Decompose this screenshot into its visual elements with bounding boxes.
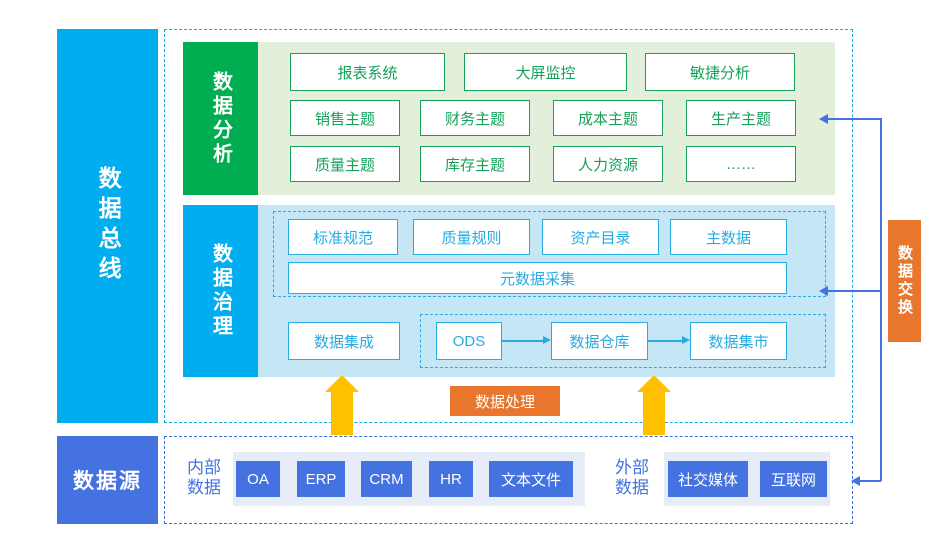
external-data-group-label: 外部 数据 [604, 458, 660, 498]
data-processing-tag[interactable]: 数据处理 [450, 386, 560, 416]
source-box-label: 社交媒体 [677, 471, 738, 489]
data-exchange-tag[interactable]: 数据交换 [888, 220, 921, 342]
pipeline-box-ods[interactable]: ODS [436, 322, 502, 360]
internal-data-label-line1: 内部 [187, 458, 221, 477]
governance-box-asset-catalog[interactable]: 资产目录 [542, 219, 659, 255]
source-box-oa[interactable]: OA [236, 461, 280, 497]
pipeline-arrow-ods-to-warehouse-line [502, 340, 543, 342]
analysis-box-label: 库存主题 [444, 156, 505, 174]
analysis-box-report-system[interactable]: 报表系统 [290, 53, 445, 91]
exchange-arrow-source-head [851, 476, 860, 486]
warehouse-pipeline-group [420, 314, 826, 368]
exchange-arrow-source-line [860, 480, 881, 482]
data-source-rail: 数据源 [57, 436, 158, 524]
data-analysis-label: 数据分析 [209, 70, 232, 167]
analysis-box-big-screen-monitor[interactable]: 大屏监控 [464, 53, 627, 91]
analysis-box-label: 销售主题 [314, 110, 375, 128]
exchange-arrow-analysis-head [819, 114, 828, 124]
data-exchange-label: 数据交换 [896, 245, 913, 317]
analysis-box-label: 报表系统 [337, 64, 398, 82]
pipeline-arrow-warehouse-to-mart-line [648, 340, 682, 342]
external-data-label-line1: 外部 [615, 458, 649, 477]
governance-box-label: 标准规范 [312, 229, 373, 247]
pipeline-box-label: 数据集市 [708, 333, 769, 351]
data-processing-label: 数据处理 [474, 393, 535, 411]
source-box-erp[interactable]: ERP [297, 461, 345, 497]
analysis-box-more[interactable]: …… [686, 146, 796, 182]
analysis-box-human-resources[interactable]: 人力资源 [553, 146, 663, 182]
pipeline-box-data-mart[interactable]: 数据集市 [690, 322, 787, 360]
governance-box-label: 元数据采集 [499, 270, 575, 288]
internal-data-label-line2: 数据 [187, 478, 221, 498]
analysis-box-finance-topic[interactable]: 财务主题 [420, 100, 530, 136]
upload-arrow-left-shaft [331, 392, 353, 435]
governance-box-label: 数据集成 [313, 333, 374, 351]
governance-box-master-data[interactable]: 主数据 [670, 219, 787, 255]
analysis-box-label: 成本主题 [577, 110, 638, 128]
pipeline-arrow-warehouse-to-mart-head [682, 336, 690, 344]
analysis-box-label: 质量主题 [314, 156, 375, 174]
analysis-box-production-topic[interactable]: 生产主题 [686, 100, 796, 136]
governance-box-label: 主数据 [705, 229, 751, 247]
analysis-box-label: 大屏监控 [515, 64, 576, 82]
data-bus-rail: 数据总线 [57, 29, 158, 423]
upload-arrow-right-head [637, 375, 671, 392]
analysis-box-sales-topic[interactable]: 销售主题 [290, 100, 400, 136]
data-analysis-side-label: 数据分析 [183, 42, 258, 195]
exchange-arrow-analysis-line [828, 118, 881, 120]
pipeline-box-label: 数据仓库 [569, 333, 630, 351]
governance-box-standard-spec[interactable]: 标准规范 [288, 219, 398, 255]
source-box-label: OA [247, 470, 269, 488]
exchange-arrow-governance-head [819, 286, 828, 296]
source-box-social-media[interactable]: 社交媒体 [668, 461, 748, 497]
exchange-bus-vertical-line [880, 118, 882, 481]
analysis-box-inventory-topic[interactable]: 库存主题 [420, 146, 530, 182]
source-box-text-file[interactable]: 文本文件 [489, 461, 573, 497]
upload-arrow-left-head [325, 375, 359, 392]
pipeline-box-data-warehouse[interactable]: 数据仓库 [551, 322, 648, 360]
data-governance-side-label: 数据治理 [183, 205, 258, 377]
governance-box-label: 质量规则 [441, 229, 502, 247]
governance-box-label: 资产目录 [570, 229, 631, 247]
source-box-internet[interactable]: 互联网 [760, 461, 827, 497]
governance-box-data-integration[interactable]: 数据集成 [288, 322, 400, 360]
data-bus-label: 数据总线 [95, 166, 122, 286]
analysis-box-label: 敏捷分析 [689, 64, 750, 82]
analysis-box-label: 人力资源 [577, 156, 638, 174]
analysis-box-agile-analysis[interactable]: 敏捷分析 [645, 53, 795, 91]
source-box-label: HR [440, 470, 462, 488]
internal-data-group-label: 内部 数据 [176, 458, 232, 498]
upload-arrow-right-shaft [643, 392, 665, 435]
analysis-box-quality-topic[interactable]: 质量主题 [290, 146, 400, 182]
pipeline-box-label: ODS [452, 332, 486, 350]
source-box-crm[interactable]: CRM [361, 461, 412, 497]
analysis-box-label: 生产主题 [710, 110, 771, 128]
source-box-hr[interactable]: HR [429, 461, 473, 497]
analysis-box-label: 财务主题 [444, 110, 505, 128]
source-box-label: 文本文件 [500, 471, 561, 489]
pipeline-arrow-ods-to-warehouse-head [543, 336, 551, 344]
data-governance-label: 数据治理 [209, 243, 232, 339]
governance-rules-group [273, 211, 826, 297]
external-data-label-line2: 数据 [615, 478, 649, 498]
source-box-label: ERP [305, 470, 337, 488]
governance-box-quality-rules[interactable]: 质量规则 [413, 219, 530, 255]
source-box-label: 互联网 [770, 471, 816, 489]
analysis-box-label: …… [726, 155, 756, 173]
exchange-arrow-governance-line [828, 290, 881, 292]
analysis-box-cost-topic[interactable]: 成本主题 [553, 100, 663, 136]
governance-box-metadata-collection[interactable]: 元数据采集 [288, 262, 787, 294]
source-box-label: CRM [369, 470, 404, 488]
data-source-label: 数据源 [73, 470, 142, 493]
